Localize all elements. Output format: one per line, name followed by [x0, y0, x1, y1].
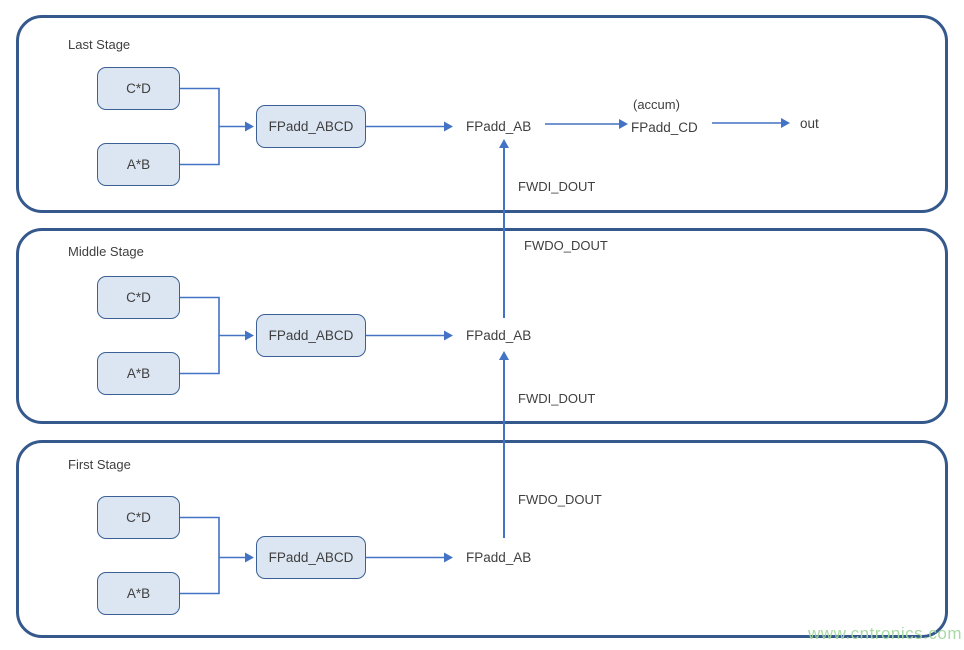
mult-cd-middle-label: C*D: [126, 290, 151, 305]
stage-title-last: Last Stage: [68, 37, 131, 52]
fpadd-abcd-middle: FPadd_ABCD: [256, 314, 366, 357]
mult-ab-middle: A*B: [97, 352, 180, 395]
fpadd-abcd-first-label: FPadd_ABCD: [268, 550, 354, 565]
mult-cd-last-label: C*D: [126, 81, 151, 96]
mult-cd-first: C*D: [97, 496, 180, 539]
fpadd-abcd-middle-label: FPadd_ABCD: [268, 328, 354, 343]
watermark: www.cntronics.com: [808, 624, 962, 643]
fwdo-dout-label-first: FWDO_DOUT: [518, 492, 602, 507]
mult-ab-last: A*B: [97, 143, 180, 186]
mult-ab-middle-label: A*B: [126, 366, 151, 381]
out-node: out: [800, 116, 819, 131]
stage-title-middle: Middle Stage: [68, 244, 144, 259]
accum-note: (accum): [633, 97, 680, 112]
fpadd-ab-node-middle: FPadd_AB: [466, 328, 532, 343]
fpadd-abcd-first: FPadd_ABCD: [256, 536, 366, 579]
mult-ab-last-label: A*B: [126, 157, 151, 172]
fpadd-ab-node-first: FPadd_AB: [466, 550, 532, 565]
fwdo-dout-label-middle: FWDO_DOUT: [524, 238, 608, 253]
fpadd-abcd-last-label: FPadd_ABCD: [268, 119, 354, 134]
mult-ab-first: A*B: [97, 572, 180, 615]
fpadd-abcd-last: FPadd_ABCD: [256, 105, 366, 148]
mult-ab-first-label: A*B: [126, 586, 151, 601]
fwdi-dout-label-middle: FWDI_DOUT: [518, 391, 596, 406]
fwdi-dout-label-last: FWDI_DOUT: [518, 179, 596, 194]
mult-cd-first-label: C*D: [126, 510, 151, 525]
fpadd-ab-node-last: FPadd_AB: [466, 119, 532, 134]
mult-cd-last: C*D: [97, 67, 180, 110]
mult-cd-middle: C*D: [97, 276, 180, 319]
stage-title-first: First Stage: [68, 457, 131, 472]
fpadd-cd-node: FPadd_CD: [631, 120, 698, 135]
